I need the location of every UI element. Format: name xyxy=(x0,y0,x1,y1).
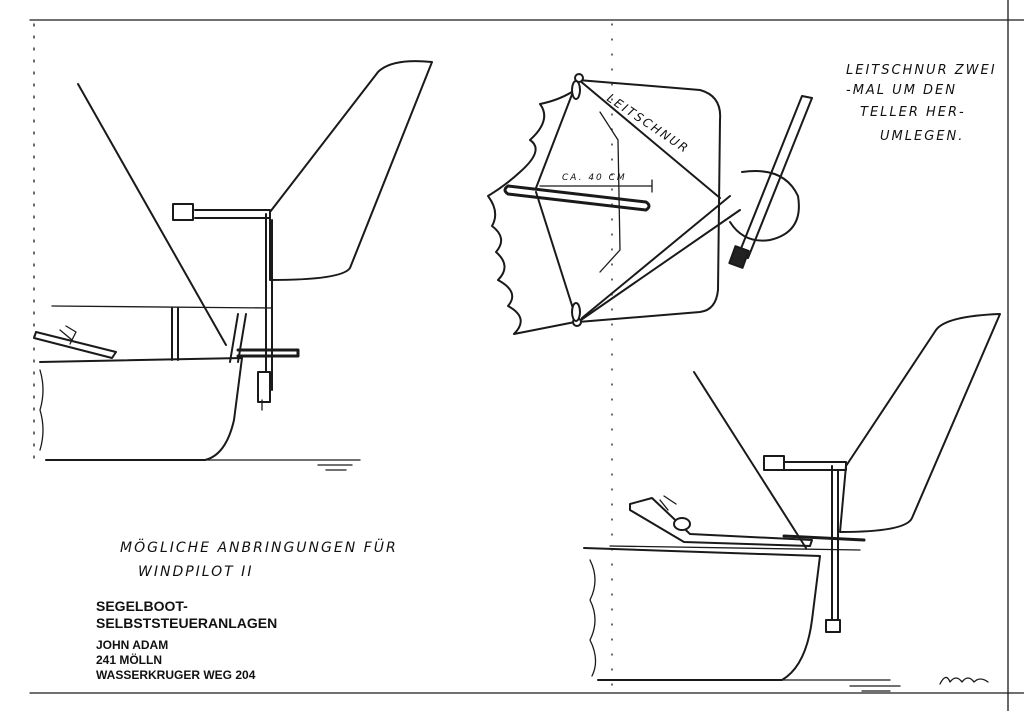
title-block: SEGELBOOT- SELBSTSTEUERANLAGEN JOHN ADAM… xyxy=(96,598,277,683)
caption-line-2: WINDPILOT II xyxy=(138,564,253,580)
stay-left xyxy=(77,83,227,346)
hull-right xyxy=(583,547,821,681)
signature xyxy=(939,676,989,685)
author-name: JOHN ADAM xyxy=(96,638,169,652)
caption-line-1: MÖGLICHE ANBRINGUNGEN FÜR xyxy=(120,538,398,556)
title-line-1: SEGELBOOT- xyxy=(96,598,188,614)
steering-pole xyxy=(737,95,813,259)
title-line-2: SELBSTSTEUERANLAGEN xyxy=(96,615,278,631)
hull-left xyxy=(39,357,243,461)
counterweight-left xyxy=(172,203,194,221)
note-line-2: -MAL UM DEN xyxy=(846,83,957,98)
note-line-1: LEITSCHNUR ZWEI xyxy=(846,63,997,78)
boat-left xyxy=(33,60,433,471)
leitschnur-sketch xyxy=(487,73,813,335)
note-line-3: TELLER HER- xyxy=(860,105,966,120)
sheet-frame xyxy=(29,0,1024,711)
measure-label: CA. 40 CM xyxy=(562,173,627,183)
wind-vane-right xyxy=(839,313,1001,533)
note-line-4: UMLEGEN. xyxy=(880,129,964,144)
boat-right xyxy=(583,313,1001,692)
tiller-top xyxy=(503,184,651,212)
author-street: WASSERKRUGER WEG 204 xyxy=(96,668,256,682)
leitschnur-label: LEITSCHNUR xyxy=(604,91,692,156)
teller-disc xyxy=(729,170,800,242)
vane-arm-left xyxy=(194,209,271,219)
author-city: 241 MÖLLN xyxy=(96,653,163,667)
broken-edge xyxy=(487,89,576,335)
wind-vane-left xyxy=(269,60,433,281)
